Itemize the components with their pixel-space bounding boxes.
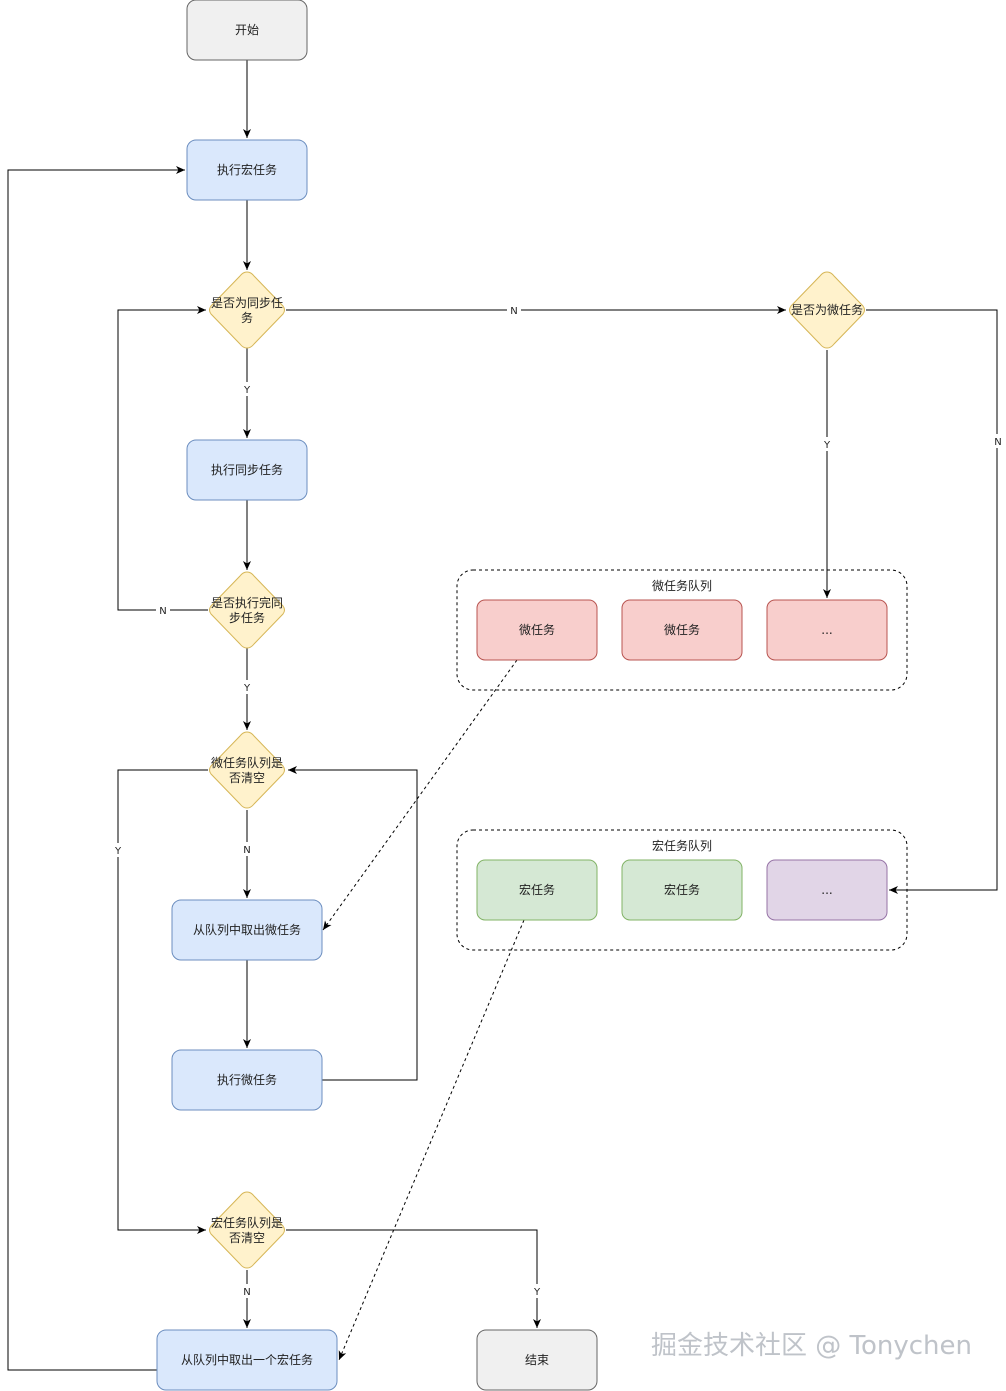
edges bbox=[7, 60, 998, 1371]
micro-task-queue: 微任务队列 微任务 微任务 ... bbox=[456, 569, 908, 691]
decision-micro-queue-empty-line2: 否清空 bbox=[229, 771, 265, 785]
decision-is-micro-task-label: 是否为微任务 bbox=[791, 302, 863, 317]
decision-micro-queue-empty-line1: 微任务队列是 bbox=[211, 755, 283, 770]
micro-task-item-1-label: 微任务 bbox=[519, 622, 555, 637]
decision-sync-done-line2: 步任务 bbox=[229, 610, 265, 625]
edge-labels: Y N N Y N Y N Y Y N bbox=[112, 303, 1005, 1298]
node-exec-macro-task: 执行宏任务 bbox=[186, 139, 308, 201]
edge-label-sync-done-no: N bbox=[159, 606, 166, 617]
edge-label-is-micro-yes: Y bbox=[823, 440, 831, 451]
decision-is-sync-task-line1: 是否为同步任 bbox=[211, 296, 283, 310]
edge-macro-empty-yes-to-end bbox=[286, 1229, 541, 1328]
macro-task-queue: 宏任务队列 宏任务 宏任务 ... bbox=[456, 829, 908, 951]
decision-is-micro-task: 是否为微任务 bbox=[789, 271, 865, 349]
node-exec-micro-task-label: 执行微任务 bbox=[217, 1072, 277, 1087]
edge-macro-queue-dashed bbox=[338, 919, 525, 1361]
decision-macro-queue-empty-line1: 宏任务队列是 bbox=[211, 1215, 283, 1230]
micro-task-queue-label: 微任务队列 bbox=[652, 578, 712, 593]
node-start-label: 开始 bbox=[235, 23, 259, 37]
edge-label-sync-done-yes: Y bbox=[243, 683, 251, 694]
macro-task-queue-label: 宏任务队列 bbox=[652, 838, 712, 853]
macro-task-item-2 bbox=[621, 859, 743, 921]
edge-take-macro-loop bbox=[7, 166, 185, 1371]
macro-task-item-more bbox=[766, 859, 888, 921]
edge-label-macro-empty-no: N bbox=[243, 1287, 250, 1298]
decision-macro-queue-empty: 宏任务队列是 否清空 bbox=[209, 1191, 285, 1269]
decision-sync-done-line1: 是否执行完同 bbox=[211, 595, 283, 610]
decision-is-sync-task: 是否为同步任 务 bbox=[209, 271, 285, 349]
decision-micro-queue-empty: 微任务队列是 否清空 bbox=[209, 731, 285, 809]
edge-label-is-micro-no: N bbox=[994, 437, 1001, 448]
edge-micro-queue-dashed bbox=[322, 659, 518, 931]
node-take-macro-task: 从队列中取出一个宏任务 bbox=[156, 1329, 338, 1391]
micro-task-item-1 bbox=[476, 599, 598, 661]
edge-exec-micro-loop bbox=[288, 766, 418, 1081]
edge-label-is-sync-no: N bbox=[510, 306, 517, 317]
micro-task-item-more-label: ... bbox=[821, 623, 832, 637]
micro-task-item-2 bbox=[621, 599, 743, 661]
macro-task-queue-container bbox=[456, 829, 908, 951]
node-exec-sync-task-label: 执行同步任务 bbox=[211, 462, 283, 477]
micro-task-item-2-label: 微任务 bbox=[664, 622, 700, 637]
edge-label-micro-empty-no: N bbox=[243, 845, 250, 856]
macro-task-item-1-label: 宏任务 bbox=[519, 882, 555, 897]
decision-sync-done: 是否执行完同 步任务 bbox=[209, 571, 285, 649]
micro-task-queue-container bbox=[456, 569, 908, 691]
node-take-macro-task-label: 从队列中取出一个宏任务 bbox=[181, 1352, 313, 1367]
macro-task-item-2-label: 宏任务 bbox=[664, 882, 700, 897]
decision-macro-queue-empty-line2: 否清空 bbox=[229, 1231, 265, 1245]
micro-task-item-more bbox=[766, 599, 888, 661]
node-end: 结束 bbox=[476, 1329, 598, 1391]
node-exec-sync-task: 执行同步任务 bbox=[186, 439, 308, 501]
edge-label-micro-empty-yes: Y bbox=[114, 846, 122, 857]
node-start: 开始 bbox=[186, 0, 308, 61]
decision-is-sync-task-line2: 务 bbox=[241, 310, 253, 325]
edge-label-macro-empty-yes: Y bbox=[533, 1287, 541, 1298]
edge-label-is-sync-yes: Y bbox=[243, 385, 251, 396]
node-exec-micro-task: 执行微任务 bbox=[171, 1049, 323, 1111]
node-exec-macro-task-label: 执行宏任务 bbox=[217, 162, 277, 177]
watermark: 掘金技术社区 @ Tonychen bbox=[651, 1331, 972, 1361]
macro-task-item-1 bbox=[476, 859, 598, 921]
edge-is-micro-no bbox=[866, 309, 998, 894]
node-take-micro-task: 从队列中取出微任务 bbox=[171, 899, 323, 961]
node-end-label: 结束 bbox=[525, 1353, 549, 1367]
edge-micro-empty-yes bbox=[117, 769, 208, 1234]
node-take-micro-task-label: 从队列中取出微任务 bbox=[193, 922, 301, 937]
macro-task-item-more-label: ... bbox=[821, 883, 832, 897]
